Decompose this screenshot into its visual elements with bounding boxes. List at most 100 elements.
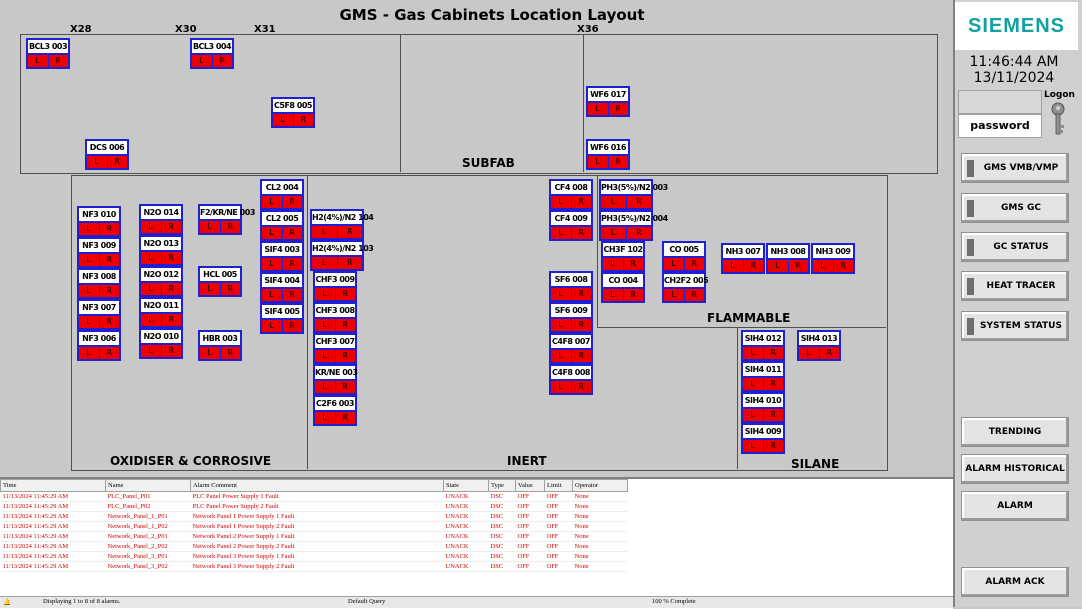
- gas-cabinet[interactable]: C4F8 007 L R: [549, 333, 593, 364]
- gas-cabinet[interactable]: NF3 009 L R: [77, 237, 121, 268]
- cabinet-left-button[interactable]: L: [551, 196, 572, 208]
- gas-cabinet[interactable]: NF3 010 L R: [77, 206, 121, 237]
- gas-cabinet[interactable]: HBR 003 L R: [198, 330, 242, 361]
- cabinet-left-button[interactable]: L: [813, 260, 834, 272]
- cabinet-right-button[interactable]: R: [106, 224, 112, 233]
- cabinet-left-button[interactable]: L: [743, 440, 764, 452]
- gas-cabinet[interactable]: SF6 009 L R: [549, 302, 593, 333]
- cabinet-right-button[interactable]: R: [770, 379, 776, 388]
- cabinet-right-button[interactable]: R: [300, 115, 306, 124]
- gas-cabinet[interactable]: WF6 016 L R: [586, 139, 630, 170]
- alarm-ack-button[interactable]: ALARM ACK: [961, 567, 1069, 597]
- cabinet-left-button[interactable]: L: [262, 227, 283, 239]
- col-type[interactable]: Type: [488, 479, 516, 492]
- gms-gc-button[interactable]: GMS GC: [961, 193, 1069, 223]
- cabinet-right-button[interactable]: R: [636, 228, 642, 237]
- cabinet-right-button[interactable]: R: [615, 157, 621, 166]
- gas-cabinet[interactable]: CH2F2 005 L R: [662, 272, 709, 303]
- cabinet-right-button[interactable]: R: [106, 317, 112, 326]
- cabinet-left-button[interactable]: L: [273, 114, 294, 126]
- cabinet-right-button[interactable]: R: [342, 320, 348, 329]
- cabinet-left-button[interactable]: L: [664, 289, 685, 301]
- cabinet-left-button[interactable]: L: [200, 221, 221, 233]
- cabinet-left-button[interactable]: L: [312, 226, 338, 238]
- col-state[interactable]: State: [443, 479, 489, 492]
- cabinet-right-button[interactable]: R: [615, 104, 621, 113]
- cabinet-left-button[interactable]: L: [743, 347, 764, 359]
- gas-cabinet[interactable]: N2O 013 L R: [139, 235, 183, 266]
- cabinet-left-button[interactable]: L: [141, 252, 162, 264]
- gas-cabinet[interactable]: KR/NE 003 L R: [313, 364, 358, 395]
- cabinet-left-button[interactable]: L: [262, 320, 283, 332]
- cabinet-right-button[interactable]: R: [168, 222, 174, 231]
- alarm-button[interactable]: ALARM: [961, 491, 1069, 521]
- cabinet-left-button[interactable]: L: [312, 257, 338, 269]
- cabinet-left-button[interactable]: L: [603, 258, 624, 270]
- cabinet-right-button[interactable]: R: [168, 253, 174, 262]
- cabinet-left-button[interactable]: L: [141, 283, 162, 295]
- gas-cabinet[interactable]: NH3 008 L R: [766, 243, 810, 274]
- cabinet-left-button[interactable]: L: [28, 55, 49, 67]
- col-limit[interactable]: Limit: [544, 479, 573, 492]
- cabinet-left-button[interactable]: L: [551, 350, 572, 362]
- cabinet-left-button[interactable]: L: [141, 221, 162, 233]
- cabinet-right-button[interactable]: R: [342, 289, 348, 298]
- cabinet-right-button[interactable]: R: [691, 259, 697, 268]
- gas-cabinet[interactable]: CF4 008 L R: [549, 179, 593, 210]
- cabinet-left-button[interactable]: L: [141, 345, 162, 357]
- cabinet-left-button[interactable]: L: [79, 254, 100, 266]
- cabinet-right-button[interactable]: R: [168, 346, 174, 355]
- cabinet-left-button[interactable]: L: [588, 103, 609, 115]
- gms-vmb-vmp-button[interactable]: GMS VMB/VMP: [961, 153, 1069, 183]
- cabinet-left-button[interactable]: L: [601, 227, 627, 239]
- cabinet-left-button[interactable]: L: [192, 55, 213, 67]
- cabinet-right-button[interactable]: R: [289, 290, 295, 299]
- gas-cabinet[interactable]: SIH4 012 L R: [741, 330, 785, 361]
- cabinet-left-button[interactable]: L: [743, 378, 764, 390]
- cabinet-left-button[interactable]: L: [723, 260, 744, 272]
- gas-cabinet[interactable]: H2(4%)/N2 104 L R: [310, 209, 374, 240]
- cabinet-right-button[interactable]: R: [342, 382, 348, 391]
- gas-cabinet[interactable]: HCL 005 L R: [198, 266, 242, 297]
- cabinet-left-button[interactable]: L: [315, 350, 336, 362]
- cabinet-left-button[interactable]: L: [141, 314, 162, 326]
- col-operator[interactable]: Operator: [572, 479, 628, 492]
- gas-cabinet[interactable]: SIF4 004 L R: [260, 272, 304, 303]
- cabinet-right-button[interactable]: R: [342, 413, 348, 422]
- cabinet-right-button[interactable]: R: [578, 289, 584, 298]
- cabinet-left-button[interactable]: L: [200, 347, 221, 359]
- cabinet-right-button[interactable]: R: [630, 290, 636, 299]
- gc-status-button[interactable]: GC STATUS: [961, 232, 1069, 262]
- gas-cabinet[interactable]: DCS 006 L R: [85, 139, 129, 170]
- cabinet-left-button[interactable]: L: [768, 260, 789, 272]
- gas-cabinet[interactable]: CL2 005 L R: [260, 210, 304, 241]
- cabinet-right-button[interactable]: R: [578, 320, 584, 329]
- col-value[interactable]: Value: [515, 479, 545, 492]
- gas-cabinet[interactable]: PH3(5%)/N2 004 L R: [599, 210, 668, 241]
- cabinet-left-button[interactable]: L: [79, 223, 100, 235]
- cabinet-right-button[interactable]: R: [55, 56, 61, 65]
- cabinet-right-button[interactable]: R: [106, 255, 112, 264]
- heat-tracer-button[interactable]: HEAT TRACER: [961, 271, 1069, 301]
- cabinet-left-button[interactable]: L: [743, 409, 764, 421]
- cabinet-right-button[interactable]: R: [840, 261, 846, 270]
- gas-cabinet[interactable]: NF3 008 L R: [77, 268, 121, 299]
- gas-cabinet[interactable]: H2(4%)/N2 103 L R: [310, 240, 374, 271]
- gas-cabinet[interactable]: C5F8 005 L R: [271, 97, 315, 128]
- cabinet-left-button[interactable]: L: [315, 381, 336, 393]
- cabinet-right-button[interactable]: R: [347, 227, 353, 236]
- alarm-summary[interactable]: Time Name Alarm Comment State Type Value…: [0, 477, 953, 609]
- cabinet-right-button[interactable]: R: [289, 321, 295, 330]
- col-time[interactable]: Time: [0, 479, 106, 492]
- gas-cabinet[interactable]: CL2 004 L R: [260, 179, 304, 210]
- cabinet-left-button[interactable]: L: [79, 285, 100, 297]
- gas-cabinet[interactable]: BCL3 003 L R: [26, 38, 70, 69]
- gas-cabinet[interactable]: C2F6 003 L R: [313, 395, 357, 426]
- cabinet-left-button[interactable]: L: [315, 288, 336, 300]
- col-alarm-comment[interactable]: Alarm Comment: [190, 479, 444, 492]
- cabinet-right-button[interactable]: R: [106, 286, 112, 295]
- gas-cabinet[interactable]: N2O 010 L R: [139, 328, 183, 359]
